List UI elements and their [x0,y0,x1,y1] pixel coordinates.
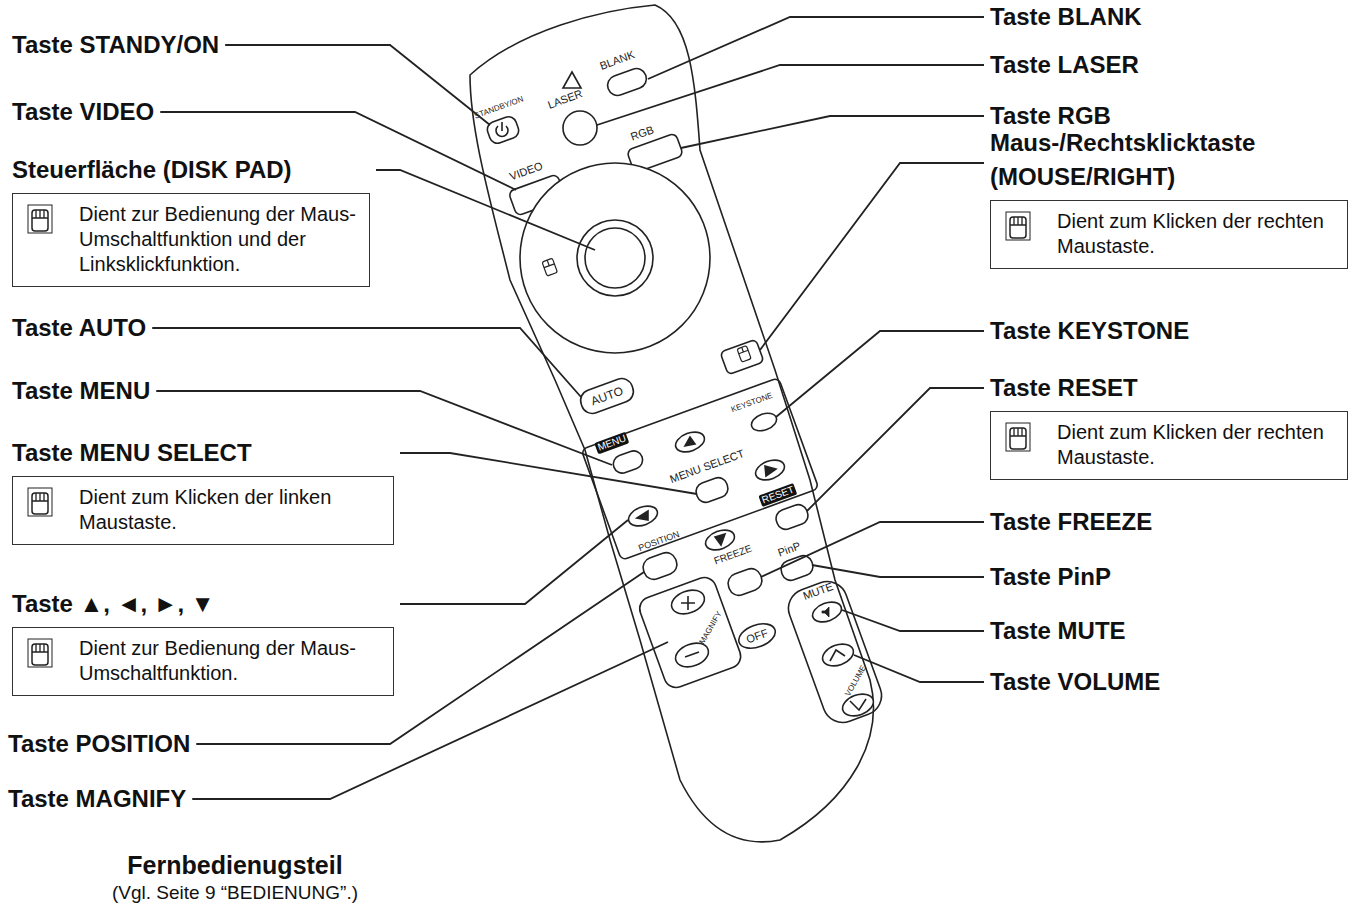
disk-pad-ring [520,163,710,353]
volume-up-button [820,640,857,670]
plus-symbol [681,596,695,610]
callout-label: Taste MUTE [990,616,1126,646]
callout-label: Taste AUTO [12,313,146,343]
right-arrow [765,466,776,476]
right-button [753,456,787,483]
down-arrow [715,534,725,545]
mouse-icon [1005,211,1031,241]
leader-line [854,655,984,682]
disk-pad-center [585,228,645,288]
minus-symbol [685,652,699,657]
callout-label: Taste VOLUME [990,667,1160,697]
note-text: Dient zur Bedienung der Maus-Umschaltfun… [79,202,359,277]
note-box: Taste ▲, ◄, ►, ▼ Dient zur Bedienung der … [12,587,394,696]
disk-pad [577,220,653,296]
leader-line [648,17,984,79]
up-arrow [685,437,695,446]
callout-label: Taste LASER [990,50,1139,80]
callout-label: Taste MAGNIFY [8,784,186,814]
standby-button [485,115,521,146]
chevron-up [830,650,845,661]
note-box: Taste MENU SELECT Dient zum Klicken der l… [12,436,394,545]
note-text: Dient zum Klicken der rechten Maustaste. [1057,420,1337,470]
callout-label: Taste KEYSTONE [990,316,1189,346]
menu-button [611,448,645,475]
speaker-symbol [822,607,829,617]
note-text: Dient zum Klicken der linken Maustaste. [79,485,383,535]
remote-housing [470,5,873,842]
note-frame: Dient zur Bedienung der Maus-Umschaltfun… [12,193,370,287]
auto-button [578,375,637,416]
leader-line [400,520,628,604]
mouse-icon [27,204,53,234]
magnify-plus-button [668,586,707,618]
chevron-down [850,699,866,710]
keystone-button [749,410,779,434]
power-symbol [496,122,508,136]
callout-label: Taste STANDY/ON [12,30,219,60]
mute-button [810,598,844,625]
left-button [626,502,660,529]
note-box: Taste RESET Dient zum Klicken der rechten… [990,371,1348,480]
caption-text: (Vgl. Seite 9 “BEDIENUNG”.) [112,881,358,905]
callout-label: Taste FREEZE [990,507,1152,537]
leader-line [400,453,697,494]
mouse-symbol [542,258,557,276]
note-text: Dient zum Klicken der rechten Maustaste. [1057,209,1337,259]
laser-button [563,111,597,145]
callout-heading: Taste MENU SELECT [12,436,394,470]
position-button [640,550,679,582]
callout-heading: Maus-/Rechtsklicktaste (MOUSE/RIGHT) [990,126,1348,194]
callout-label: Taste RGB [990,101,1111,131]
reset-button [774,502,811,532]
note-frame: Dient zur Bedienung der Maus-Umschaltfun… [12,627,394,696]
callout-heading: Taste RESET [990,371,1348,405]
leader-line [812,565,984,577]
callout-label: Taste VIDEO [12,97,154,127]
callout-heading: Taste ▲, ◄, ►, ▼ [12,587,394,621]
mouse-icon [1005,422,1031,452]
mouse-symbol [737,346,751,363]
pinp-button [779,553,816,583]
note-frame: Dient zum Klicken der rechten Maustaste. [990,411,1348,480]
leader-line [761,522,984,577]
mouse-icon [27,638,53,668]
volume-frame [783,576,887,728]
mouse-icon [27,487,53,517]
blank-button [605,66,649,98]
leader-line [842,610,984,631]
mouse-right-button [720,339,764,375]
leader-line [681,116,984,148]
menu-panel-frame [581,378,819,561]
callout-heading: Steuerfläche (DISK PAD) [12,153,370,187]
menu-select-button [694,475,731,505]
leader-line [152,328,581,397]
note-box: Maus-/Rechtsklicktaste (MOUSE/RIGHT) Dien… [990,126,1348,269]
laser-warning-triangle [563,72,581,88]
off-button [735,619,778,653]
callout-label: Taste POSITION [8,729,190,759]
note-frame: Dient zum Klicken der linken Maustaste. [12,476,394,545]
leader-line [776,331,984,417]
magnify-frame [636,574,744,691]
leader-line [807,388,984,511]
caption-text: Fernbedienugsteil [127,850,342,880]
note-text: Dient zur Bedienung der Maus-Umschaltfun… [79,636,383,686]
freeze-button [725,566,764,598]
callout-label: Taste BLANK [990,2,1142,32]
left-arrow [637,511,648,520]
leader-line [760,163,984,350]
leader-line [376,170,595,250]
callout-label: Taste MENU [12,376,150,406]
note-box: Steuerfläche (DISK PAD) Dient zur Bedienu… [12,153,370,287]
up-button [673,428,707,455]
callout-label: Taste PinP [990,562,1111,592]
note-frame: Dient zum Klicken der rechten Maustaste. [990,200,1348,269]
